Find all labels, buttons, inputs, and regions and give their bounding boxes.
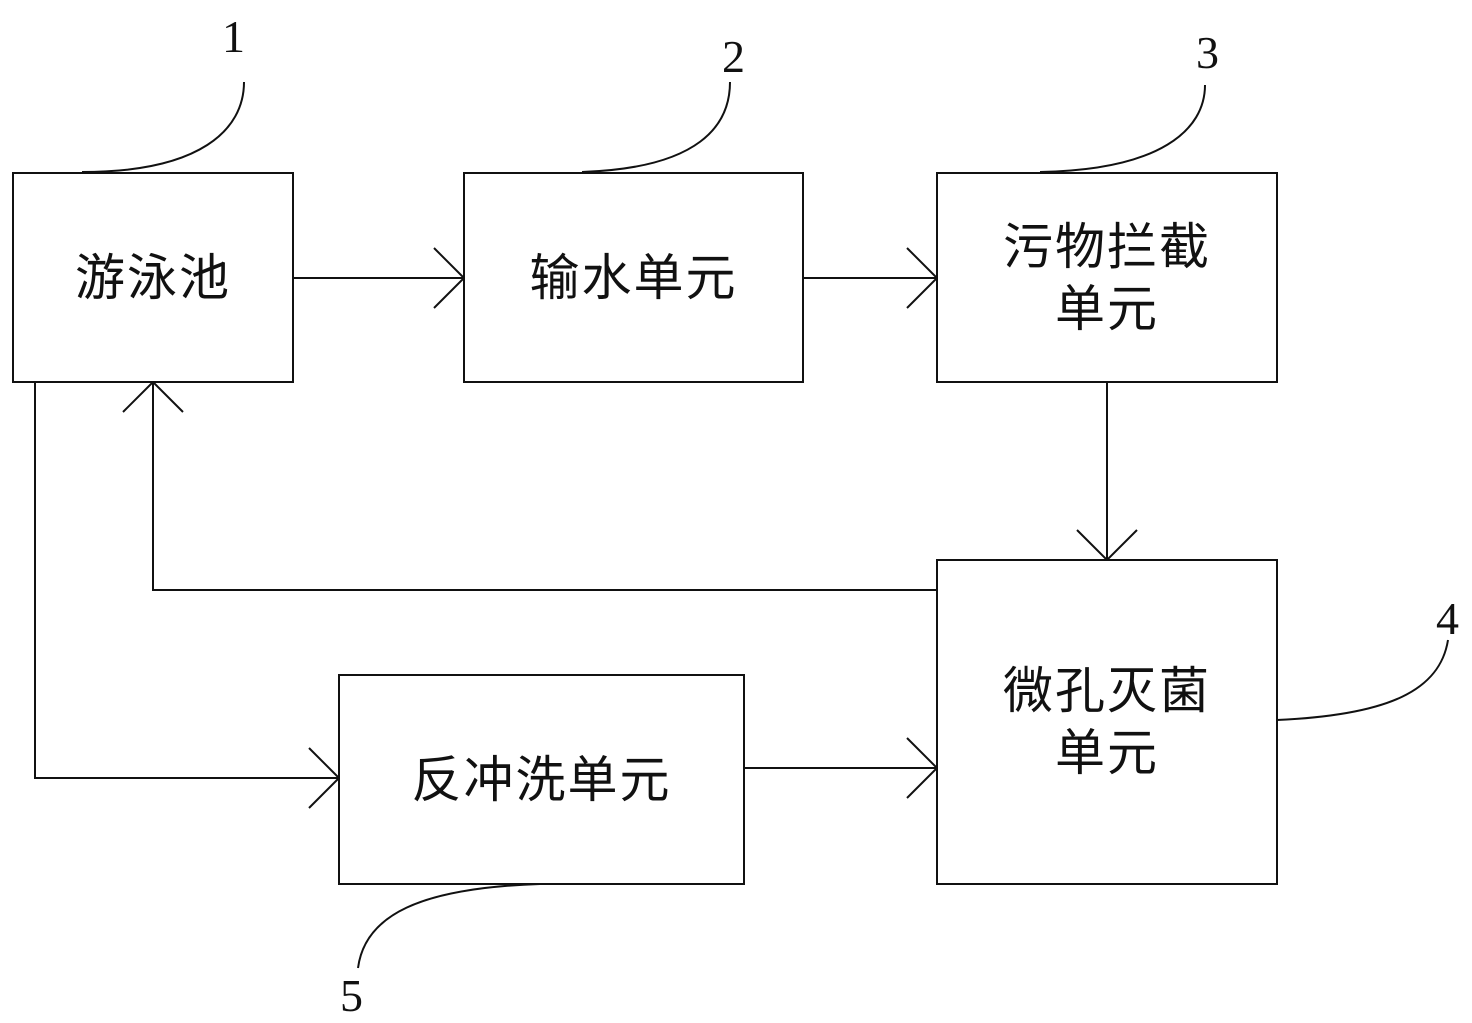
callout-leader-5 (357, 883, 541, 969)
callout-number-1: 1 (222, 11, 245, 62)
edge-interception-to-sterilization (1076, 382, 1138, 562)
node-water-delivery: 输水单元 (463, 172, 804, 383)
edge-pool-to-backwash (34, 382, 341, 809)
edge-water-delivery-to-interception (803, 247, 939, 309)
callout-number-4: 4 (1436, 593, 1459, 644)
node-pool-label: 游泳池 (75, 248, 231, 307)
edge-sterilization-to-pool (122, 380, 937, 591)
node-interception-label-line-2: 单元 (1055, 279, 1159, 338)
callout-number-5: 5 (340, 970, 363, 1021)
edge-line (152, 382, 937, 591)
node-sterilization-label-line-2: 单元 (1055, 724, 1159, 782)
callout-number-2: 2 (722, 31, 745, 82)
node-backwash: 反冲洗单元 (338, 674, 745, 885)
edge-backwash-to-sterilization (744, 737, 939, 799)
edge-line (34, 382, 339, 779)
callout-leader-3 (1039, 84, 1206, 173)
edge-pool-to-water-delivery (293, 247, 466, 309)
callout-leader-1 (81, 81, 245, 173)
node-pollutant-interception: 污物拦截 单元 (936, 172, 1278, 383)
node-pool: 游泳池 (12, 172, 294, 383)
node-backwash-label: 反冲洗单元 (411, 750, 672, 809)
node-interception-label-line-1: 污物拦截 (1003, 217, 1211, 276)
node-water-delivery-label: 输水单元 (529, 248, 738, 307)
callout-number-3: 3 (1196, 27, 1219, 78)
node-sterilization-label-line-1: 微孔灭菌 (1003, 662, 1211, 720)
node-micropore-sterilization: 微孔灭菌 单元 (936, 559, 1278, 885)
callout-leader-4 (1276, 639, 1449, 721)
callout-leader-2 (581, 81, 731, 173)
